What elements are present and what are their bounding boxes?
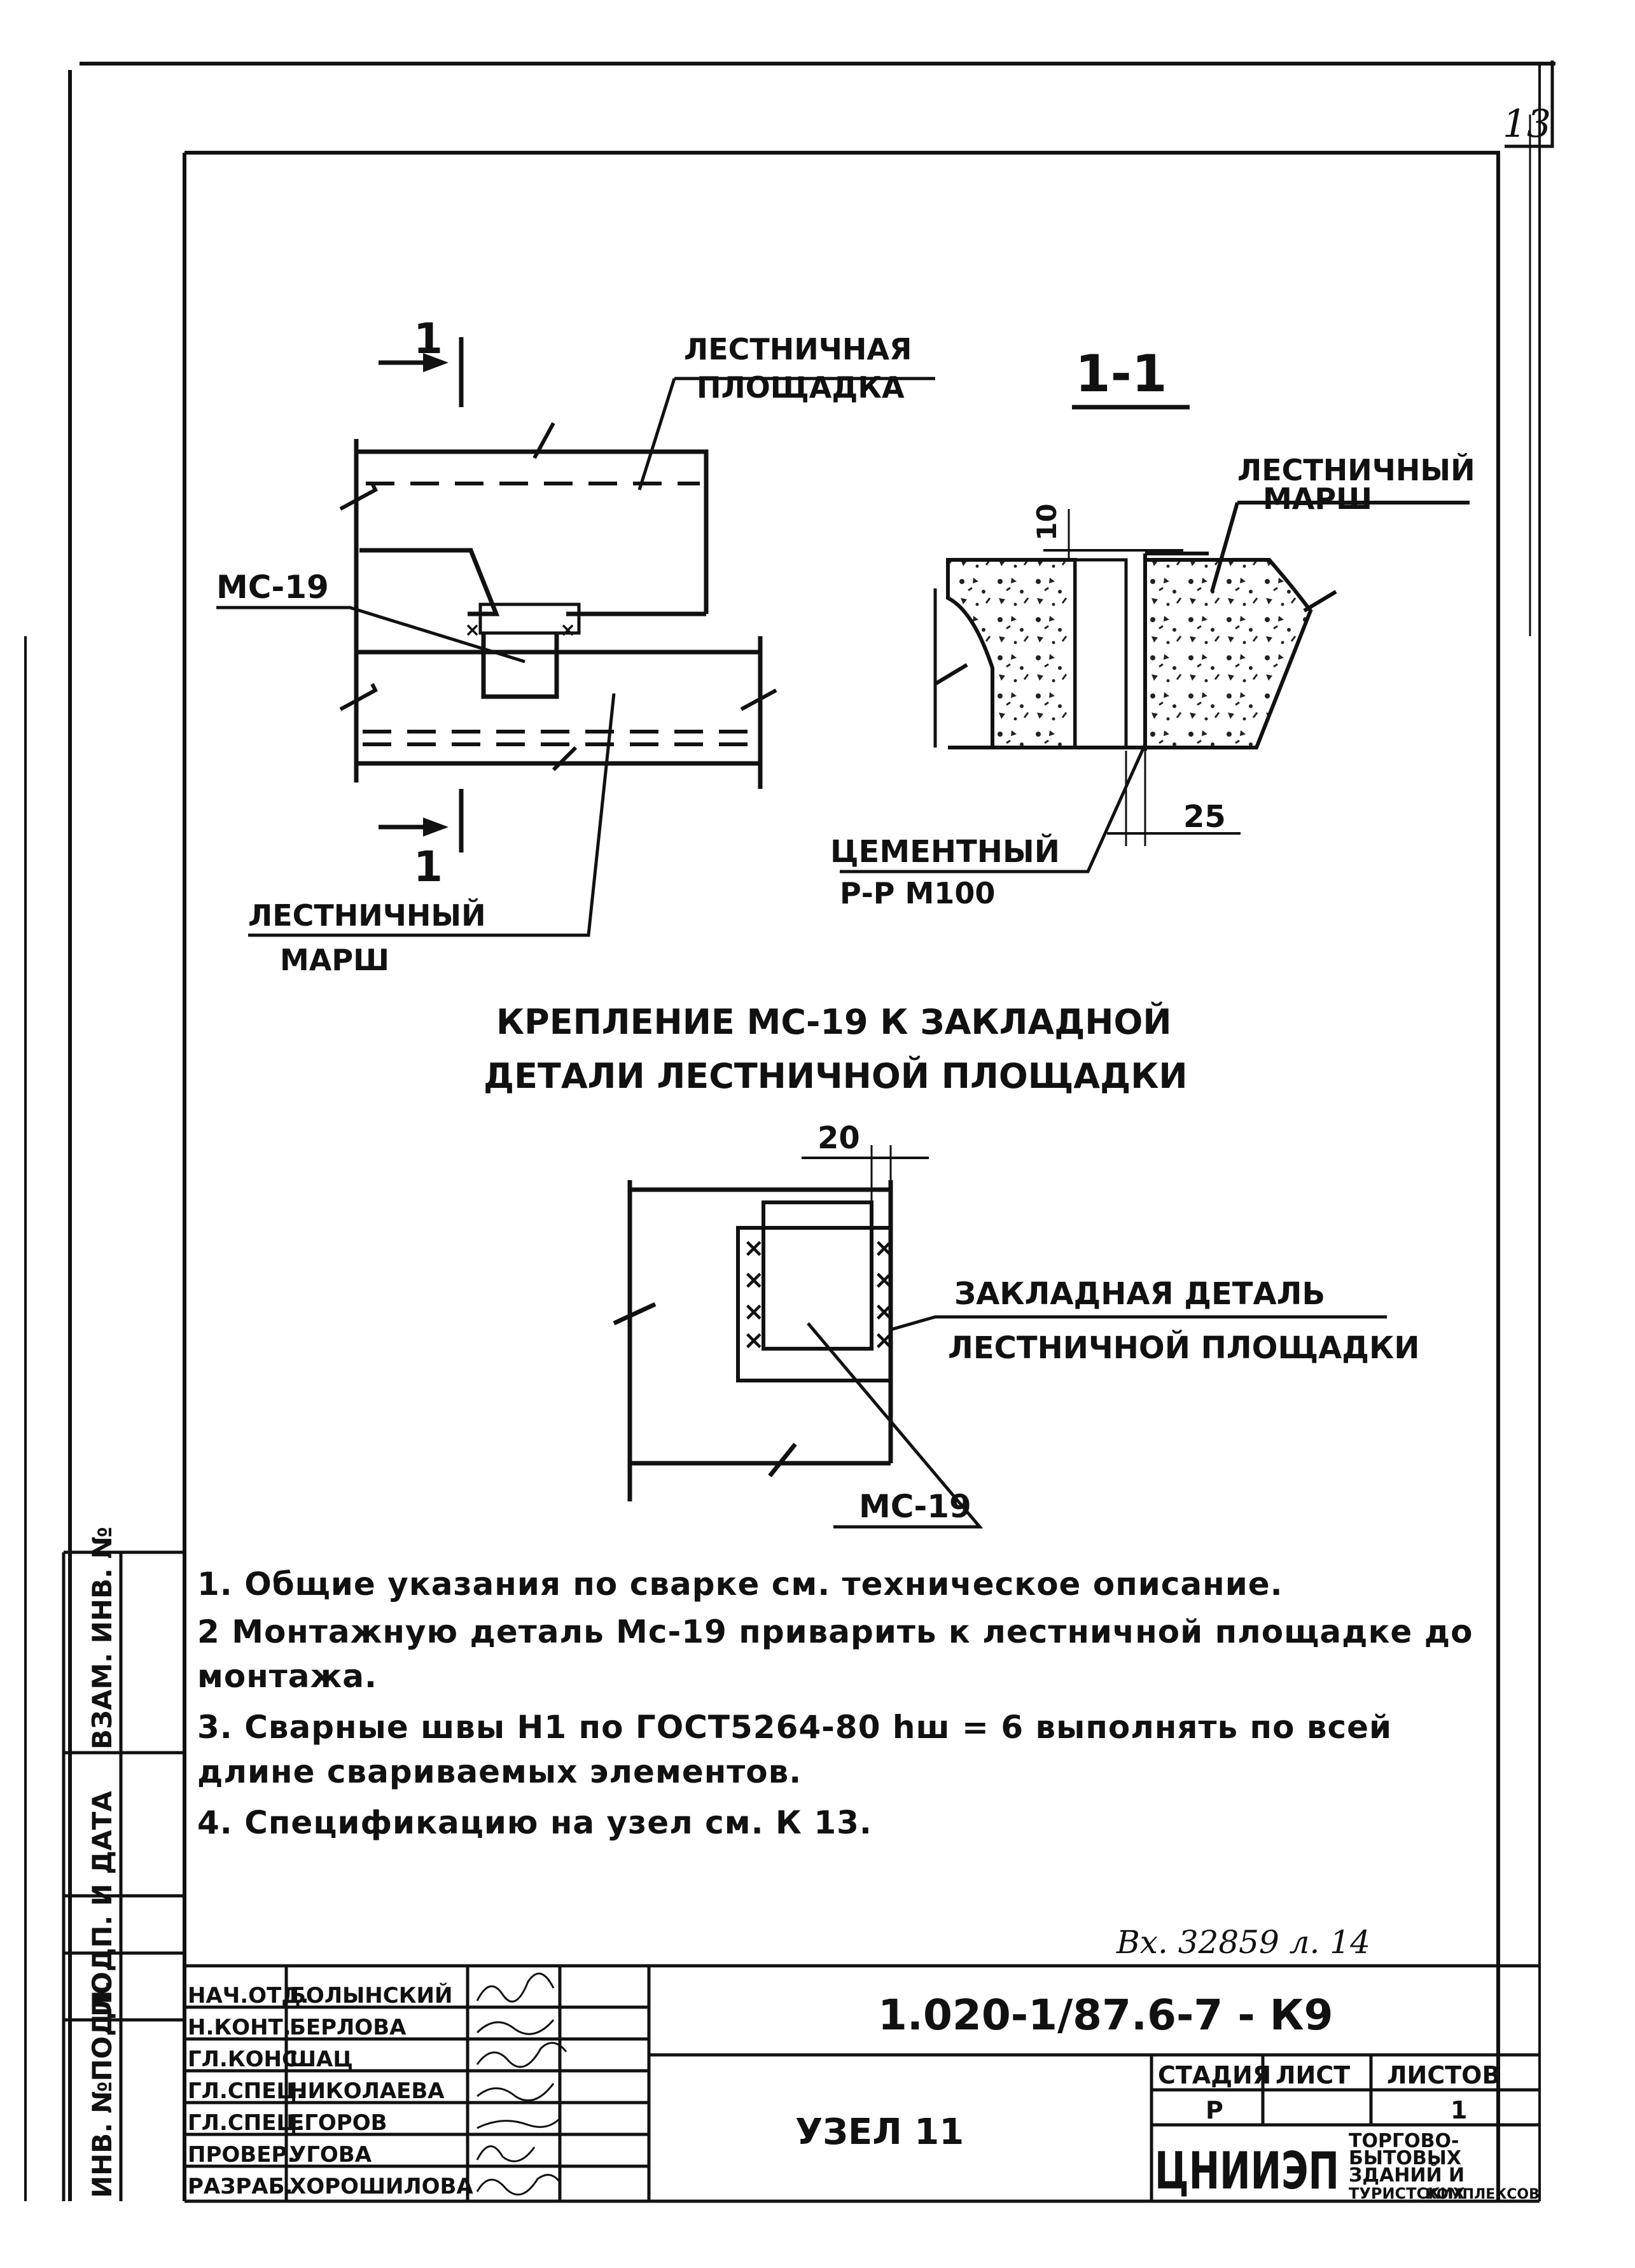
sheet-number: 13 <box>1503 102 1551 146</box>
staff-name: Болынский <box>289 1982 452 2008</box>
inventory-note: Вх. 32859 л. 14 <box>1116 1924 1370 1961</box>
signatures <box>476 1972 567 2195</box>
svg-text:×: × <box>873 1326 895 1355</box>
mortar-label: Цементный <box>830 833 1060 870</box>
svg-text:×: × <box>873 1297 895 1326</box>
section-mark-top: 1 <box>414 314 443 363</box>
staff-role: Гл.спец. <box>188 2078 305 2104</box>
designation: 1.020-1/87.6-7 - К9 <box>878 1991 1333 2040</box>
svg-text:×: × <box>560 619 576 641</box>
staff-role: Гл.конс. <box>188 2047 306 2072</box>
staff-role: Нач.отд. <box>188 1983 309 2008</box>
detail-caption-1: Крепление МС-19 к закладной <box>496 1002 1172 1042</box>
section-mark-bottom: 1 <box>414 842 443 891</box>
detail-caption-2: детали лестничной площадки <box>484 1056 1188 1096</box>
staff-name: Берлова <box>289 2015 407 2040</box>
note-2: 2 Монтажную деталь Мс-19 приварить к лес… <box>197 1613 1473 1695</box>
org-line-4: туристских <box>1349 2185 1465 2202</box>
section-view: 1-1 10 25 Лестни <box>830 344 1475 910</box>
stage-value: Р <box>1206 2096 1223 2124</box>
note-4: 4. Спецификацию на узел см. К 13. <box>197 1804 872 1841</box>
sheets-value: 1 <box>1451 2096 1467 2124</box>
node-name: Узел 11 <box>795 2111 964 2153</box>
section-flight-label-2: марш <box>1263 482 1372 516</box>
sheets-header: Листов <box>1387 2061 1500 2089</box>
org-logo: ЦНИИЭП <box>1155 2141 1339 2201</box>
svg-text:×: × <box>873 1265 895 1295</box>
svg-text:×: × <box>464 619 480 641</box>
left-margin-stamp: Взам. инв. № Подп. и дата Инв. №подл. <box>62 1527 186 2201</box>
note-1: 1. Общие указания по сварке см. техничес… <box>197 1566 1283 1603</box>
staff-role: Провер. <box>188 2142 295 2167</box>
plan-flight-label-2: марш <box>280 943 389 977</box>
mortar-label-2: р-р М100 <box>840 876 995 910</box>
svg-text:×: × <box>743 1265 765 1295</box>
detail-dim-20: 20 <box>818 1120 860 1156</box>
detail-part-label: МС-19 <box>859 1488 971 1525</box>
staff-name: Шац <box>289 2047 353 2072</box>
org-line-1: торгово- <box>1349 2130 1459 2152</box>
embed-label-1: Закладная деталь <box>954 1276 1325 1312</box>
staff-name: Угова <box>289 2142 372 2167</box>
svg-text:×: × <box>743 1297 765 1326</box>
detail-view: Крепление МС-19 к закладной детали лестн… <box>484 1002 1419 1529</box>
section-dim-25: 25 <box>1183 799 1226 835</box>
section-flight-label: Лестничный <box>1237 453 1475 487</box>
staff-name: Николаева <box>289 2078 445 2104</box>
org-line-3: зданий и <box>1349 2164 1465 2187</box>
sign-date-label: Подп. и дата <box>87 1791 118 2017</box>
staff-role: Гл.спец. <box>188 2110 305 2136</box>
svg-text:×: × <box>873 1234 895 1263</box>
section-dim-10: 10 <box>1031 504 1062 541</box>
svg-text:×: × <box>743 1234 765 1263</box>
svg-text:×: × <box>743 1326 765 1355</box>
org-line-5: комплексов <box>1425 2187 1540 2202</box>
plan-part-label: МС-19 <box>216 569 329 606</box>
landing-label-2: площадка <box>697 370 905 405</box>
staff-name: Хорошилова <box>289 2174 473 2199</box>
plan-flight-label: Лестничный <box>248 898 486 933</box>
staff-name: Егоров <box>289 2110 387 2136</box>
plan-view: × × 1 1 Лестничная площадка МС-19 Лестни… <box>216 314 935 977</box>
landing-label: Лестничная <box>684 332 912 366</box>
section-title: 1-1 <box>1075 344 1167 403</box>
title-block: Нач.отд. Болынский Н.конт. Берлова Гл.ко… <box>184 1964 1540 2203</box>
inv-no-label: Инв. №подл. <box>87 1980 118 2198</box>
note-3: 3. Сварные швы Н1 по ГОСТ5264-80 hш = 6 … <box>197 1709 1393 1790</box>
org-line-2: бытовых <box>1349 2147 1461 2169</box>
staff-role: Н.конт. <box>188 2015 291 2040</box>
replace-inv-label: Взам. инв. № <box>87 1527 118 1750</box>
sheet-header: Лист <box>1276 2061 1350 2089</box>
staff-role: Разраб. <box>188 2174 293 2199</box>
stage-header: Стадия <box>1158 2061 1271 2089</box>
embed-label-2: лестничной площадки <box>948 1330 1419 1366</box>
